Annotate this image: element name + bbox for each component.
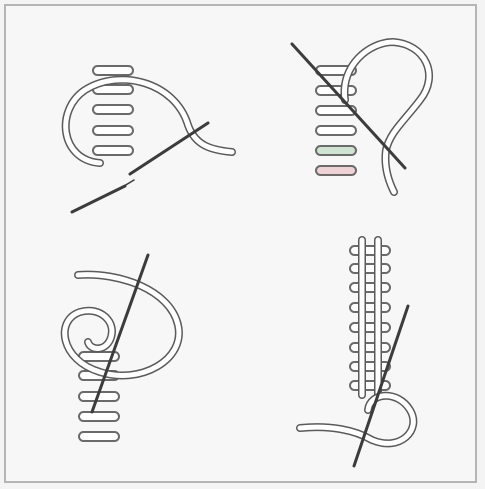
stitch-mark bbox=[350, 264, 390, 273]
stitch-mark bbox=[93, 105, 133, 114]
stitch-mark bbox=[350, 343, 390, 352]
thread bbox=[300, 396, 413, 444]
stitch-mark bbox=[350, 303, 390, 312]
stitch-step-1-icon bbox=[66, 66, 232, 212]
stitch-mark bbox=[350, 323, 390, 332]
stitch-mark bbox=[350, 381, 390, 390]
stitch-mark bbox=[350, 283, 390, 292]
stitch-mark bbox=[316, 146, 356, 155]
needle-thread bbox=[72, 186, 125, 212]
stitch-mark bbox=[350, 362, 390, 371]
needle bbox=[130, 123, 208, 174]
stitch-mark bbox=[350, 246, 390, 255]
stitch-mark bbox=[79, 412, 119, 421]
stitch-mark bbox=[79, 432, 119, 441]
thread bbox=[66, 80, 232, 163]
stitch-mark bbox=[316, 126, 356, 135]
stitch-mark bbox=[93, 126, 133, 135]
stitch-step-3-icon bbox=[65, 255, 179, 441]
stitch-mark bbox=[316, 166, 356, 175]
stitch-step-2-icon bbox=[292, 42, 429, 192]
stitch-mark bbox=[93, 146, 133, 155]
stitch-step-4-icon bbox=[300, 240, 413, 466]
stitch-mark bbox=[93, 66, 133, 75]
